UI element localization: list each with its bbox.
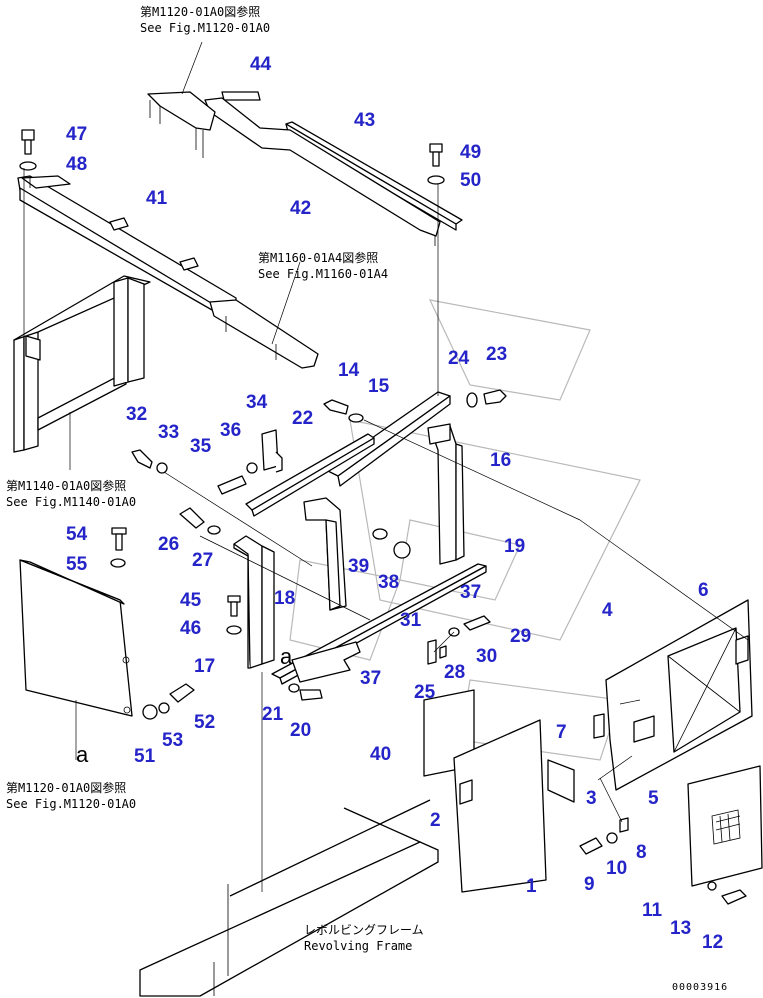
part-callouts: 44 47 48 43 49 50 41 42 23 24 14 15 32 3… — [66, 54, 723, 953]
part-callout: 49 — [460, 142, 481, 163]
part-callout: 31 — [400, 610, 422, 631]
reference-ja: 第M1120-01A0図参照 — [140, 4, 260, 19]
part-callout: 44 — [250, 54, 272, 75]
part-callout: 22 — [292, 408, 313, 429]
reference-note-m1120-top: 第M1120-01A0図参照 See Fig.M1120-01A0 — [140, 4, 270, 35]
watermark-logo — [289, 299, 641, 761]
detail-marker-a: a — [280, 644, 293, 669]
part-callout: 25 — [414, 682, 436, 703]
part-callout: 26 — [158, 534, 179, 555]
part-callout: 6 — [698, 580, 709, 601]
part-callout: 20 — [290, 720, 311, 741]
frame-label: レボルビングフレーム Revolving Frame — [304, 923, 424, 953]
part-callout: 19 — [504, 536, 525, 557]
part-callout: 38 — [378, 572, 399, 593]
frame-label-ja: レボルビングフレーム — [304, 923, 424, 937]
bracket-42 — [204, 97, 441, 237]
part-callout: 34 — [246, 392, 268, 413]
part-callout: 45 — [180, 590, 202, 611]
part-callout: 35 — [190, 436, 212, 457]
fasteners — [19, 129, 747, 905]
part-callout: 23 — [486, 344, 507, 365]
reference-note-m1160: 第M1160-01A4図参照 See Fig.M1160-01A4 — [258, 250, 388, 281]
frame-label-en: Revolving Frame — [304, 939, 412, 953]
part-callout: 37 — [460, 582, 481, 603]
part-callout: 53 — [162, 730, 183, 751]
part-callout: 36 — [220, 420, 241, 441]
part-callout: 21 — [262, 704, 284, 725]
part-callout: 17 — [194, 656, 215, 677]
drawing-number: 00003916 — [672, 982, 728, 993]
plate-37 — [291, 641, 361, 683]
side-cover-4 — [605, 599, 753, 791]
part-callout: 40 — [370, 744, 391, 765]
part-callout: 30 — [476, 646, 497, 667]
reference-note-m1140: 第M1140-01A0図参照 See Fig.M1140-01A0 — [6, 478, 136, 509]
part-callout: 54 — [66, 524, 88, 545]
side-bracket-m1160 — [209, 299, 319, 369]
revolving-frame — [139, 799, 439, 997]
part-callout: 32 — [126, 404, 147, 425]
part-callout: 15 — [368, 376, 390, 397]
leader-lines — [23, 41, 749, 892]
part-callout: 43 — [354, 110, 375, 131]
part-callout: 47 — [66, 124, 87, 145]
part-callout: 48 — [66, 154, 87, 175]
detail-marker-a: a — [76, 742, 89, 767]
part-callout: 50 — [460, 170, 481, 191]
part-callout: 14 — [338, 360, 360, 381]
part-callout: 33 — [158, 422, 179, 443]
center-post-18 — [303, 497, 347, 611]
part-callout: 11 — [642, 900, 663, 921]
part-callout: 39 — [348, 556, 369, 577]
part-callout: 13 — [670, 918, 691, 939]
part-callout: 51 — [134, 746, 156, 767]
part-callout: 4 — [602, 600, 613, 621]
part-callout: 18 — [274, 588, 295, 609]
reference-ja: 第M1160-01A4図参照 — [258, 250, 378, 265]
part-callout: 37 — [360, 668, 381, 689]
part-callout: 2 — [430, 810, 441, 831]
reference-note-m1120-bottom: 第M1120-01A0図参照 See Fig.M1120-01A0 — [6, 780, 136, 811]
door-1 — [423, 689, 575, 893]
reference-ja: 第M1120-01A0図参照 — [6, 780, 126, 795]
rear-post-16 — [427, 423, 465, 565]
part-callout: 28 — [444, 662, 465, 683]
plate-44 — [221, 91, 261, 101]
reference-en: See Fig.M1160-01A4 — [258, 267, 388, 281]
upper-frame-41 — [17, 175, 237, 319]
part-callout: 8 — [636, 842, 647, 863]
reference-ja: 第M1140-01A0図参照 — [6, 478, 126, 493]
front-post-17 — [233, 535, 275, 669]
rail-43 — [285, 121, 463, 225]
part-callout: 52 — [194, 712, 215, 733]
part-callout: 10 — [606, 858, 627, 879]
part-callout: 27 — [192, 550, 213, 571]
part-callout: 12 — [702, 932, 723, 953]
part-callout: 7 — [556, 722, 567, 743]
left-side-frame — [13, 275, 151, 453]
reference-en: See Fig.M1120-01A0 — [6, 797, 136, 811]
part-callout: 5 — [648, 788, 659, 809]
part-callout: 55 — [66, 554, 88, 575]
part-callout: 16 — [490, 450, 511, 471]
top-rail-assembly — [147, 91, 463, 246]
part-callout: 24 — [448, 348, 470, 369]
left-cover-panel — [19, 559, 133, 717]
part-callout: 29 — [510, 626, 531, 647]
part-callout: 9 — [584, 874, 595, 895]
part-callout: 1 — [526, 876, 537, 897]
reference-en: See Fig.M1120-01A0 — [140, 21, 270, 35]
main-cross-bar — [245, 391, 451, 517]
grille-11 — [687, 765, 763, 887]
reference-en: See Fig.M1140-01A0 — [6, 495, 136, 509]
part-callout: 3 — [586, 788, 597, 809]
part-callout: 42 — [290, 198, 311, 219]
part-callout: 41 — [146, 188, 168, 209]
part-callout: 46 — [180, 618, 201, 639]
